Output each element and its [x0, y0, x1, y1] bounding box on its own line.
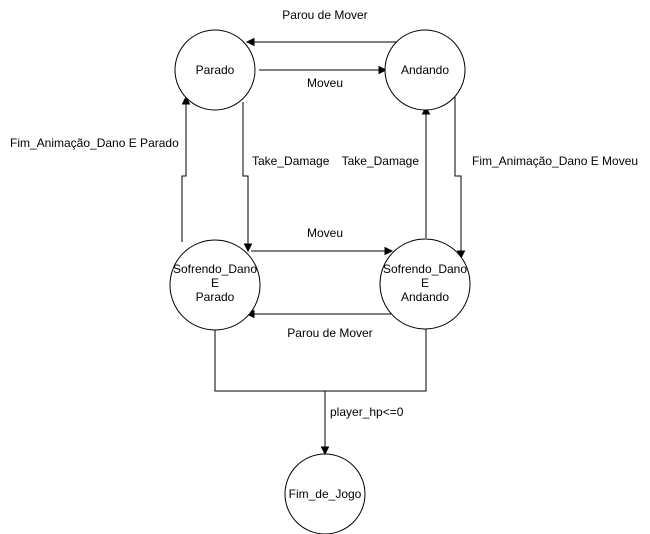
state-label: Parado: [196, 63, 235, 77]
state-label-line-2: E: [421, 276, 429, 290]
arrowhead: [243, 243, 253, 253]
state-label-line-3: Parado: [196, 290, 235, 304]
state-parado: Parado: [174, 29, 256, 111]
state-label: Andando: [401, 63, 449, 77]
arrowhead: [181, 95, 191, 105]
label-sofrendo-parado-to-sofrendo-andando: Moveu: [307, 226, 343, 240]
label-parado-to-andando: Moveu: [307, 76, 343, 90]
arrowhead: [378, 65, 388, 75]
label-to-fim-de-jogo: player_hp<=0: [330, 405, 404, 419]
arrowhead: [245, 37, 255, 47]
state-label-line-1: Sofrendo_Dano: [173, 262, 257, 276]
arrowhead: [384, 246, 394, 256]
label-parado-to-sofrendo-parado: Take_Damage: [252, 154, 330, 168]
edge-andando-to-sofrendo-andando: [454, 97, 466, 260]
state-label-line-2: E: [211, 276, 219, 290]
edge-to-fim-de-jogo: [214, 329, 427, 456]
edge-sofrendo-andando-to-sofrendo-parado: [245, 309, 391, 319]
label-sofrendo-andando-to-sofrendo-parado: Parou de Mover: [287, 326, 372, 340]
arrowhead: [320, 446, 330, 456]
state-label-line-1: Sofrendo_Dano: [383, 262, 467, 276]
state-label: Fim_de_Jogo: [289, 487, 362, 501]
arrowhead: [421, 105, 431, 115]
edge-parado-to-sofrendo-parado: [242, 102, 253, 253]
edge-parado-to-andando: [259, 65, 388, 75]
state-sofrendo-parado: Sofrendo_Dano E Parado: [169, 239, 261, 331]
edge-sofrendo-andando-to-andando: [421, 105, 431, 238]
edge-andando-to-parado: [245, 37, 396, 47]
label-sofrendo-parado-to-parado: Fim_Animação_Dano E Parado: [10, 136, 179, 150]
label-sofrendo-andando-to-andando: Take_Damage: [342, 154, 420, 168]
state-sofrendo-andando: Sofrendo_Dano E Andando: [379, 238, 471, 330]
state-fim-de-jogo: Fim_de_Jogo: [284, 453, 366, 534]
edge-sofrendo-parado-to-parado: [181, 95, 191, 242]
label-andando-to-parado: Parou de Mover: [282, 8, 367, 22]
state-label-line-3: Andando: [401, 290, 449, 304]
label-andando-to-sofrendo-andando: Fim_Animação_Dano E Moveu: [472, 154, 638, 168]
state-andando: Andando: [384, 29, 466, 111]
edge-sofrendo-parado-to-sofrendo-andando: [251, 246, 394, 256]
